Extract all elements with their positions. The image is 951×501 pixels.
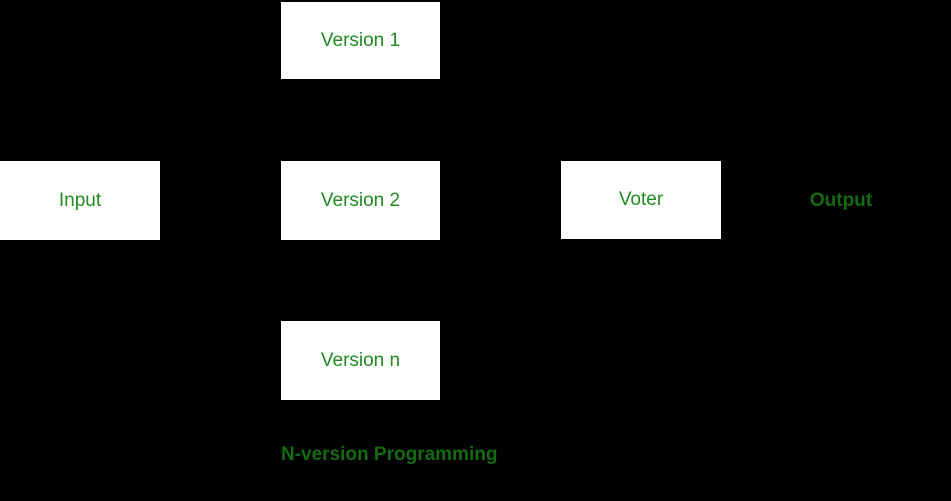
output-label: Output bbox=[809, 189, 873, 211]
version-2-box: Version 2 bbox=[281, 161, 440, 240]
version-2-label: Version 2 bbox=[320, 189, 401, 211]
input-label: Input bbox=[58, 189, 102, 211]
version-n-box: Version n bbox=[281, 321, 440, 400]
version-1-box: Version 1 bbox=[281, 2, 440, 79]
diagram-caption: N-version Programming bbox=[281, 444, 498, 465]
version-1-label: Version 1 bbox=[320, 29, 401, 51]
voter-box: Voter bbox=[561, 161, 721, 239]
version-n-label: Version n bbox=[320, 349, 401, 371]
voter-label: Voter bbox=[618, 189, 664, 210]
input-box: Input bbox=[0, 161, 160, 240]
